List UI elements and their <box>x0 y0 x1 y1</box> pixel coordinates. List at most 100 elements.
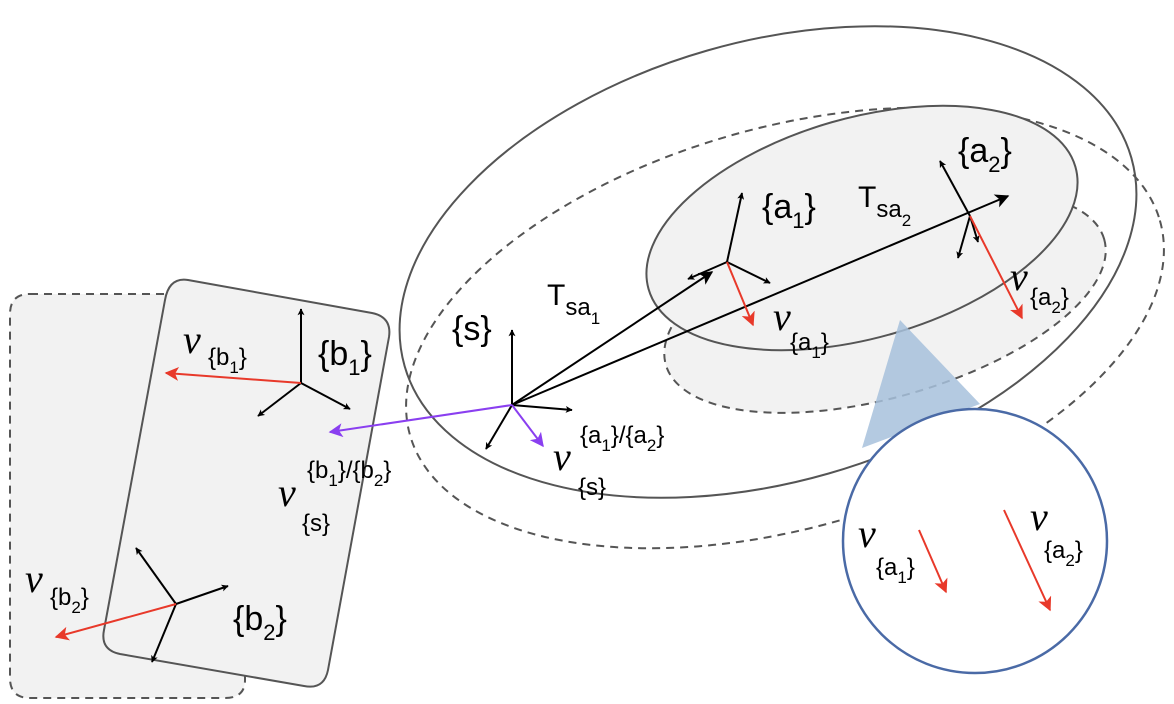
magnifier-circle <box>841 407 1109 675</box>
frame-b2-x-axis <box>175 584 229 605</box>
T-sa2-label: Tsa2 <box>858 181 911 230</box>
frame-a1-y-axis <box>726 261 771 284</box>
velocity-b1-arrow <box>164 366 302 384</box>
magnified-velocity-a1-sub-open: {a <box>876 554 898 581</box>
spatial-velocity-b-sup-b2: {b <box>353 457 374 484</box>
spatial-velocity-b-v: v <box>278 470 296 515</box>
magnified-velocity-a2-sub-close: } <box>1075 537 1083 564</box>
magnified-velocity-a1-sub-index: 1 <box>897 568 906 587</box>
velocity-b2-sub-index: 2 <box>71 598 80 617</box>
frame-s-y-axis <box>511 404 573 413</box>
T-sa1-T: T <box>547 279 565 312</box>
frame-s-z-axis <box>485 404 513 450</box>
velocity-a1-label: v {a1} <box>773 294 829 362</box>
frame-s-axes <box>485 329 573 450</box>
T-sa2-arrow <box>511 194 1010 406</box>
velocity-a2-label: v {a2} <box>1010 254 1069 317</box>
frame-b1-z-axis <box>257 382 302 417</box>
body-a-outline <box>398 25 1138 499</box>
velocity-b2-sub: {b2} <box>50 584 89 617</box>
T-sa2-T: T <box>858 181 876 214</box>
spatial-velocity-a-sup-a2-index: 2 <box>647 436 656 455</box>
frame-b2-index: 2 <box>263 620 275 645</box>
spatial-velocity-b-sub: {s} <box>302 510 330 537</box>
velocity-b2-v: v <box>25 556 43 601</box>
magnified-velocity-a2-label: v {a2} <box>1030 494 1083 570</box>
spatial-velocity-a-label: {a1}/{a2} v {s} <box>553 422 664 501</box>
inner-ellipse <box>645 104 1079 352</box>
magnified-velocity-a2-sub-open: {a <box>1044 537 1066 564</box>
frame-a1-close: } <box>805 188 816 226</box>
frame-a1-index: 1 <box>792 208 804 233</box>
frame-a1-x-axis <box>726 192 745 263</box>
spatial-velocity-b-sup: {b1}/{b2} <box>307 457 391 490</box>
spatial-velocity-a-v: v <box>553 434 571 479</box>
spatial-velocity-a-sup-a1-index: 1 <box>601 436 610 455</box>
velocity-a1-v: v <box>773 294 791 339</box>
velocity-b2-sub-open: {b <box>50 584 71 611</box>
magnified-velocity-a1-arrow <box>918 529 948 594</box>
body-b-group <box>9 278 391 699</box>
velocity-b2-label: v {b2} <box>25 556 89 617</box>
magnified-velocity-a1-label: v {a1} <box>858 511 915 587</box>
magnified-velocity-a1-sub: {a1} <box>876 554 915 587</box>
velocity-a1-sub-open: {a <box>790 329 812 356</box>
velocity-a2-sub-close: } <box>1061 284 1069 311</box>
T-sa2-index: 2 <box>902 211 911 230</box>
velocity-a2-sub-open: {a <box>1030 284 1052 311</box>
velocity-a2-sub-index: 2 <box>1051 298 1060 317</box>
frame-b1-open: {b <box>318 335 348 373</box>
transform-vectors <box>511 194 1010 406</box>
magnified-velocity-a2-arrow <box>1003 509 1052 612</box>
velocity-b2-arrow <box>54 603 177 641</box>
T-sa2-sa: sa <box>876 196 902 223</box>
frame-a1-label: {a1} <box>762 188 816 233</box>
frame-b1-axes <box>257 308 351 417</box>
magnified-velocity-a1-sub-close: } <box>907 554 915 581</box>
magnifier-cone <box>862 320 980 448</box>
velocity-b1-sub-index: 1 <box>229 358 238 377</box>
frame-b2-z-axis <box>151 603 177 663</box>
T-sa1-arrow <box>511 271 714 406</box>
velocity-b1-v: v <box>183 317 201 362</box>
velocity-a2-sub: {a2} <box>1030 284 1069 317</box>
spatial-velocity-s-arrow <box>511 404 544 448</box>
frame-a1-z-axis <box>687 261 728 280</box>
velocity-b1-label: v {b1} <box>183 317 247 377</box>
body-a-ghost-outline <box>405 106 1165 550</box>
velocity-b1-sub-close: } <box>239 344 247 371</box>
magnified-velocity-a2-sub: {a2} <box>1044 537 1083 570</box>
velocity-a1-sub: {a1} <box>790 329 829 362</box>
spatial-velocity-a-slash: / <box>619 422 626 449</box>
spatial-velocity-b-arrow <box>328 404 513 438</box>
frame-a2-x-axis <box>939 160 971 217</box>
frame-b2-label: {b2} <box>233 600 287 645</box>
frame-b2-open: {b <box>233 600 263 638</box>
frame-b2-y-axis <box>135 547 177 605</box>
body-a-group <box>398 25 1165 550</box>
body-b-outline <box>102 278 391 688</box>
frame-b1-y-axis <box>300 382 351 410</box>
frame-b2-close: } <box>276 600 287 638</box>
velocity-b1-sub: {b1} <box>208 344 247 377</box>
velocity-a2-v: v <box>1010 254 1028 299</box>
frame-b1-close: } <box>361 335 372 373</box>
magnified-velocity-a2-sub-index: 2 <box>1065 551 1074 570</box>
spatial-velocity-b-sup-b1-close: } <box>338 457 346 484</box>
T-sa1-index: 1 <box>591 309 600 328</box>
spatial-velocity-a-sup: {a1}/{a2} <box>580 422 664 455</box>
frame-a1-open: {a <box>762 188 792 226</box>
velocity-a1-sub-close: } <box>821 329 829 356</box>
frame-s-label: {s} <box>452 310 492 348</box>
velocity-a1-sub-index: 1 <box>811 343 820 362</box>
magnifier <box>841 320 1109 675</box>
frame-a2-close: } <box>1001 132 1012 170</box>
T-sa1-sa: sa <box>565 294 591 321</box>
frame-a1-axes <box>687 192 771 284</box>
frame-a2-open: {a <box>958 132 988 170</box>
velocity-b2-sub-close: } <box>81 584 89 611</box>
spatial-velocity-b-sup-b1-index: 1 <box>328 471 337 490</box>
frame-a2-index: 2 <box>988 152 1000 177</box>
spatial-velocity-b-sup-b2-index: 2 <box>374 471 383 490</box>
